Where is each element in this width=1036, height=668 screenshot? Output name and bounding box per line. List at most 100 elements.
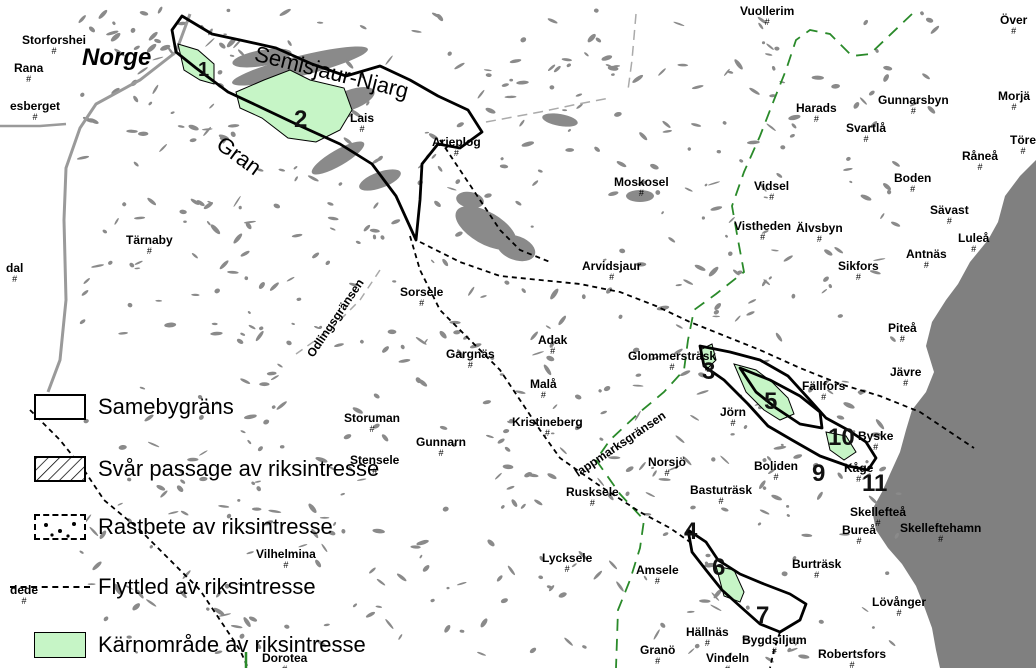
lake [487,539,495,547]
lake [418,379,428,387]
place-label: Älvsbyn# [796,222,843,244]
lake [114,48,125,57]
lake [534,499,543,506]
lake [704,562,716,568]
lake [768,468,776,475]
place-name: Stensele [350,453,400,467]
lake [99,530,107,540]
lake [781,571,788,577]
lake [656,305,670,311]
lake [380,235,385,240]
place-marker-icon: # [813,114,819,124]
lake [611,73,615,76]
lake [618,314,623,319]
place-name: Gargnäs [446,347,495,361]
lake [786,504,790,508]
lake [319,516,330,519]
lake [794,641,798,646]
place-marker-icon: # [971,244,977,254]
lakes [76,6,940,663]
lake [114,218,119,225]
lake [836,415,845,420]
country-border [46,13,192,393]
lake [521,141,535,147]
lake [213,607,225,616]
lake [500,157,504,161]
lake [447,51,452,56]
lake [359,25,367,30]
lake [219,42,226,49]
lake [626,190,654,202]
lake [218,134,230,141]
lake [400,344,405,350]
place-label: Lais# [350,112,374,134]
lake [240,430,246,434]
lake [269,282,279,291]
lake [792,556,797,561]
place-marker-icon: # [609,272,615,282]
lake [102,229,108,234]
lake [83,278,90,284]
place-name: Gunnarsbyn [878,93,949,107]
migration-route-north [419,241,975,449]
lake [688,648,695,654]
place-marker-icon: # [814,570,820,580]
lake [328,530,336,536]
place-name: Gunnarn [416,435,466,449]
place-name: Rana [14,61,44,75]
lake [459,629,465,633]
lake [616,161,627,168]
lake [139,386,146,390]
lake [552,404,558,410]
lake [859,391,863,395]
place-name: Vindeln [706,651,750,665]
lake [705,553,711,558]
lake [558,315,567,326]
lake [134,216,146,220]
lake [348,465,353,472]
lake [769,94,776,98]
lake [711,592,720,601]
lake [308,503,317,514]
lake [428,133,439,141]
lake [771,65,776,71]
lake [359,73,366,79]
place-marker-icon: # [704,638,710,648]
core-area-number: 4 [684,518,698,545]
lake [286,276,295,282]
lake [180,590,187,599]
place-marker-icon: # [977,162,983,172]
lake [485,107,496,114]
place-label: Gargnäs# [446,348,495,370]
lake [156,484,166,491]
lake [660,622,666,628]
place-name: Adak [538,333,568,347]
lake [198,450,208,456]
lake [236,338,244,345]
place-marker-icon: # [896,608,902,618]
lake [865,460,869,464]
lake [224,583,230,589]
lake [477,651,486,656]
lake [223,33,227,36]
lake [655,190,661,195]
place-marker-icon: # [21,596,27,606]
place-label: Jörn# [720,406,746,428]
lake [766,43,774,50]
lake [524,472,533,478]
lake [307,175,319,182]
lake [88,26,96,33]
place-name: Glommersträsk [628,349,717,363]
lake [484,193,492,198]
place-marker-icon: # [638,188,644,198]
place-name: Burträsk [792,557,842,571]
lake [712,315,720,318]
place-name: Råneå [962,149,999,163]
lake [147,441,160,448]
lake [424,131,430,134]
legend-swatch-dots [34,514,86,540]
lake [240,332,246,336]
lake [444,624,451,633]
lake [369,567,376,574]
